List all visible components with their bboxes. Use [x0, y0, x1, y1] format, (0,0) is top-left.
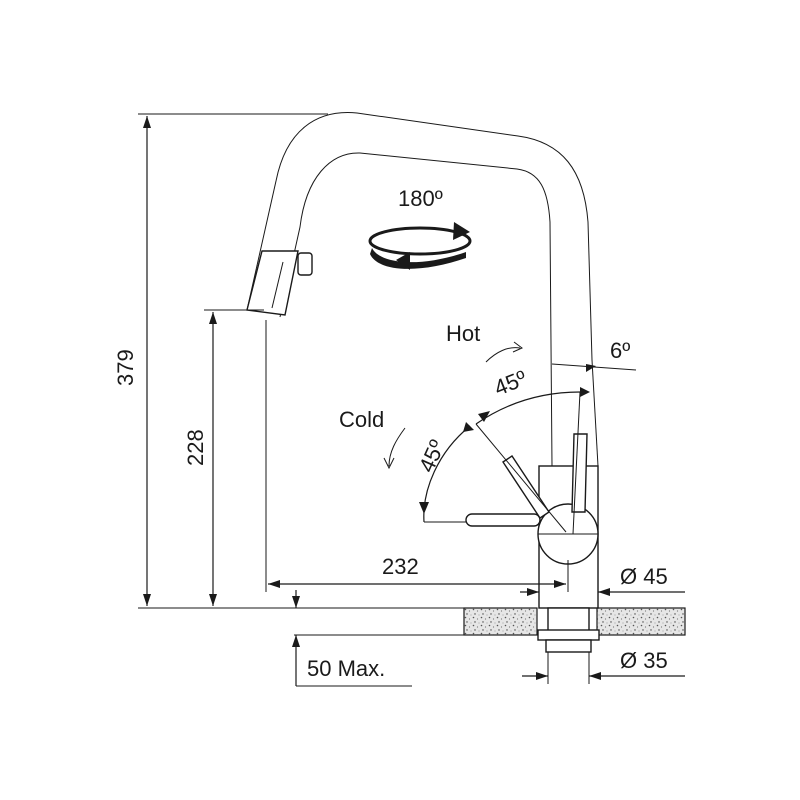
worktop-right-slab — [596, 607, 686, 636]
worktop-arrow-top — [292, 596, 300, 608]
hot-arrowhead — [512, 341, 523, 353]
shank-diameter-dimension: Ø 35 — [522, 648, 685, 684]
shank-dia-arrow-left — [536, 672, 548, 680]
height-arrow-top — [143, 116, 151, 128]
arc-cold-arrow-top — [463, 422, 474, 432]
worktop-arrow-bottom — [292, 635, 300, 647]
pull-out-spray-head — [246, 250, 299, 316]
arc-hot-arrow-left — [478, 411, 490, 422]
base-dia-arrow-left — [527, 588, 539, 596]
rotation-arrow-band — [370, 248, 466, 269]
worktop-max-label: 50 Max. — [307, 656, 385, 681]
height-arrow-bottom — [143, 594, 151, 606]
lever-axis-line — [572, 391, 581, 535]
cold-direction-arrow — [388, 427, 406, 467]
mounting-nut — [537, 629, 600, 641]
hot-direction-arrow — [485, 347, 521, 363]
cold-angle-label: 45º — [414, 436, 450, 476]
spray-toggle-button — [297, 252, 313, 276]
rotation-arrow-lower — [396, 252, 410, 270]
rotation-arrow-upper — [453, 222, 470, 240]
rotation-ellipse-upper — [368, 226, 472, 256]
spout-height-dimension: 228 — [183, 309, 264, 606]
angle-arc-hot — [475, 391, 581, 425]
shank-dia-arrow-right — [589, 672, 601, 680]
tilt-arrowhead — [586, 364, 596, 372]
spout-height-label: 228 — [183, 429, 208, 466]
reach-dimension: 232 — [265, 320, 569, 592]
tilt-angle-label: 6º — [610, 338, 630, 363]
worktop-left-slab — [463, 607, 538, 636]
overall-height-dimension: 379 — [113, 113, 464, 609]
spray-head-seam — [271, 261, 284, 309]
cold-arrowhead — [383, 457, 395, 470]
base-diameter-dimension: Ø 45 — [520, 564, 685, 596]
rotation-label: 180º — [398, 186, 443, 211]
worktop — [463, 607, 686, 636]
angle-ray — [475, 423, 567, 533]
reach-label: 232 — [382, 554, 419, 579]
reach-arrow-right — [554, 580, 566, 588]
swivel-rotation-indicator: 180º — [368, 186, 472, 270]
spout-height-arrow-bottom — [209, 594, 217, 606]
arc-hot-arrow-right — [580, 387, 590, 397]
worktop-thickness-dimension: 50 Max. — [292, 590, 464, 687]
cold-label: Cold — [339, 407, 384, 432]
overall-height-label: 379 — [113, 349, 138, 386]
lever-closed-position — [465, 513, 541, 527]
shank-diameter-label: Ø 35 — [620, 648, 668, 673]
hot-angle-label: 45º — [491, 365, 531, 400]
base-diameter-label: Ø 45 — [620, 564, 668, 589]
lever-hot-position — [571, 433, 588, 513]
spout-outer-outline — [246, 112, 593, 361]
arc-cold-arrow-bottom — [419, 502, 429, 514]
spout-inner-outline — [279, 152, 553, 467]
hot-label: Hot — [446, 321, 480, 346]
column-right-edge — [591, 359, 599, 467]
spout-height-arrow-top — [209, 312, 217, 324]
reach-arrow-left — [268, 580, 280, 588]
base-dia-arrow-right — [598, 588, 610, 596]
shank-bottom — [545, 639, 592, 653]
